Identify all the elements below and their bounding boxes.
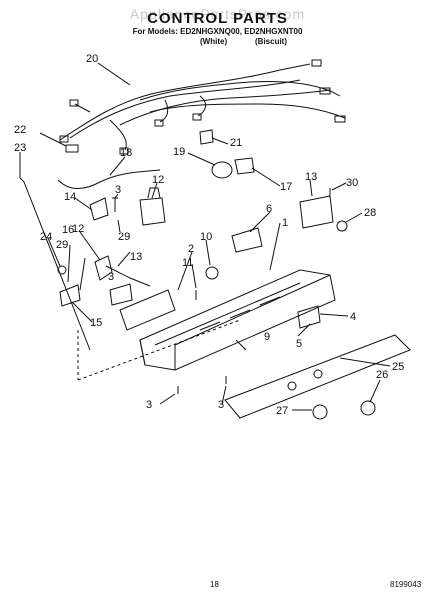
knob-27 [312, 404, 328, 420]
callout-11: 12 [72, 223, 84, 235]
switch-4 [297, 305, 321, 329]
callout-19: 19 [173, 146, 185, 158]
mount-plate-2 [119, 289, 176, 331]
page-title: CONTROL PARTS [147, 10, 288, 27]
callout-10: 11 [182, 257, 193, 269]
callout-13: 13 [305, 171, 317, 183]
callout-8: 10 [200, 231, 212, 243]
callout-3b: 3 [146, 399, 152, 411]
callout-4: 4 [350, 311, 356, 323]
color-white: (White) [200, 37, 228, 46]
callout-15: 15 [90, 317, 102, 329]
callout-1: 1 [282, 217, 288, 229]
callout-9: 12 [152, 174, 164, 186]
callout-3c: 3 [218, 399, 224, 411]
callout-12: 13 [130, 251, 142, 263]
lamp-19 [211, 161, 233, 179]
watermark: AppliancePartsPros.com [129, 6, 306, 22]
callout-27: 27 [276, 405, 288, 417]
callout-18: 18 [120, 147, 132, 159]
callout-29b: 29 [56, 239, 68, 251]
connector-22 [65, 144, 79, 153]
callout-24: 24 [40, 231, 52, 243]
callout-22: 22 [14, 124, 26, 136]
control-housing-1 [139, 269, 336, 371]
stem-8 [205, 266, 219, 280]
switch-6 [231, 227, 263, 253]
bracket-15 [59, 284, 81, 307]
knob-26 [360, 400, 376, 416]
callout-14: 14 [64, 191, 76, 203]
callout-17: 17 [280, 181, 292, 193]
callout-29a: 29 [118, 231, 130, 243]
callout-25: 25 [392, 361, 404, 373]
clip-21 [199, 129, 214, 145]
models-line: For Models: ED2NHGXNQ00, ED2NHGXNT00 [132, 27, 303, 36]
wire-18 [57, 169, 161, 189]
bracket-14 [89, 197, 109, 221]
callout-20: 20 [86, 53, 98, 65]
valve-9 [139, 187, 166, 226]
wiring-harness [59, 59, 346, 155]
callout-16: 16 [62, 224, 74, 236]
callout-21: 21 [230, 137, 242, 149]
color-biscuit: (Biscuit) [255, 37, 287, 46]
callout-3a: 3 [115, 184, 121, 196]
washer-24 [57, 265, 67, 275]
rod-23 [19, 177, 91, 351]
callout-6: 6 [266, 203, 272, 215]
callout-23: 23 [14, 142, 26, 154]
callout-26: 26 [376, 369, 388, 381]
knob-28 [336, 220, 348, 232]
document-number: 8199043 [390, 580, 422, 589]
control-panel-25 [224, 334, 411, 419]
timer-13 [299, 195, 334, 229]
callout-2: 2 [188, 243, 194, 255]
callout-3d: 3 [108, 271, 114, 283]
callout-5: 5 [296, 338, 302, 350]
igniter-bracket [94, 255, 113, 281]
callout-7: 9 [264, 331, 270, 343]
callout-30: 30 [346, 177, 358, 189]
page-number: 18 [210, 580, 219, 589]
callout-28: 28 [364, 207, 376, 219]
socket-17 [234, 157, 255, 175]
